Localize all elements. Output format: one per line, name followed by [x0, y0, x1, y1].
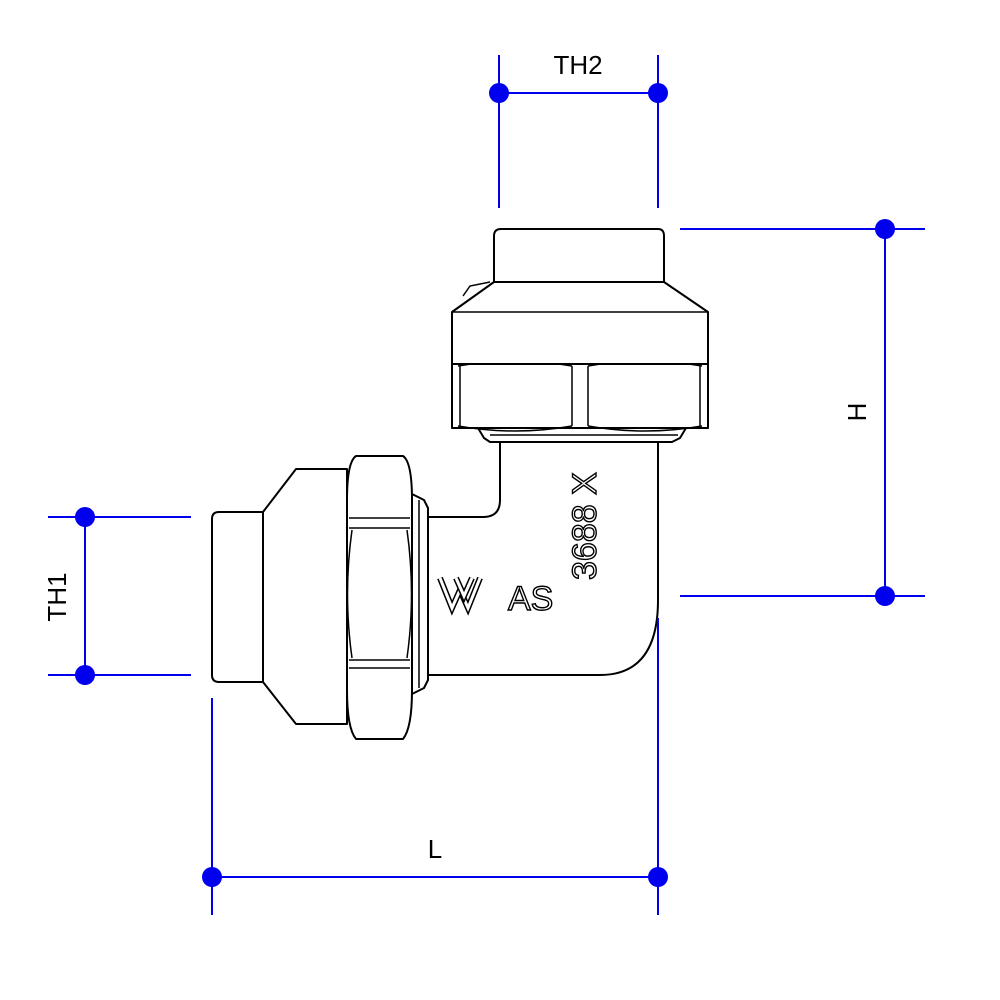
- product-code-label: 3688 X: [566, 472, 604, 580]
- top-cone: [451, 281, 709, 365]
- left-cone: [262, 468, 348, 725]
- l-right-endpoint: [648, 867, 668, 887]
- elbow-body: [426, 439, 659, 676]
- dimension-h: H: [680, 219, 925, 606]
- th1-label: TH1: [42, 572, 72, 621]
- top-hex-nut: [451, 363, 709, 429]
- th1-bottom-endpoint: [75, 665, 95, 685]
- standard-mark-label: AS: [508, 580, 553, 618]
- top-cap: [493, 228, 665, 283]
- th2-label: TH2: [553, 50, 602, 80]
- fitting-drawing: AS 3688 X: [211, 228, 709, 740]
- left-hex-nut: [346, 455, 413, 740]
- dimension-l: L: [202, 618, 668, 915]
- left-cap: [211, 511, 264, 683]
- th2-left-endpoint: [489, 83, 509, 103]
- h-top-endpoint: [875, 219, 895, 239]
- l-label: L: [428, 834, 442, 864]
- watermark-logo-icon: [437, 576, 483, 616]
- dimension-th2: TH2: [489, 50, 668, 208]
- h-bottom-endpoint: [875, 586, 895, 606]
- left-thread: [411, 493, 429, 695]
- h-label: H: [842, 403, 872, 422]
- dimension-th1: TH1: [42, 507, 191, 685]
- l-left-endpoint: [202, 867, 222, 887]
- th1-top-endpoint: [75, 507, 95, 527]
- th2-right-endpoint: [648, 83, 668, 103]
